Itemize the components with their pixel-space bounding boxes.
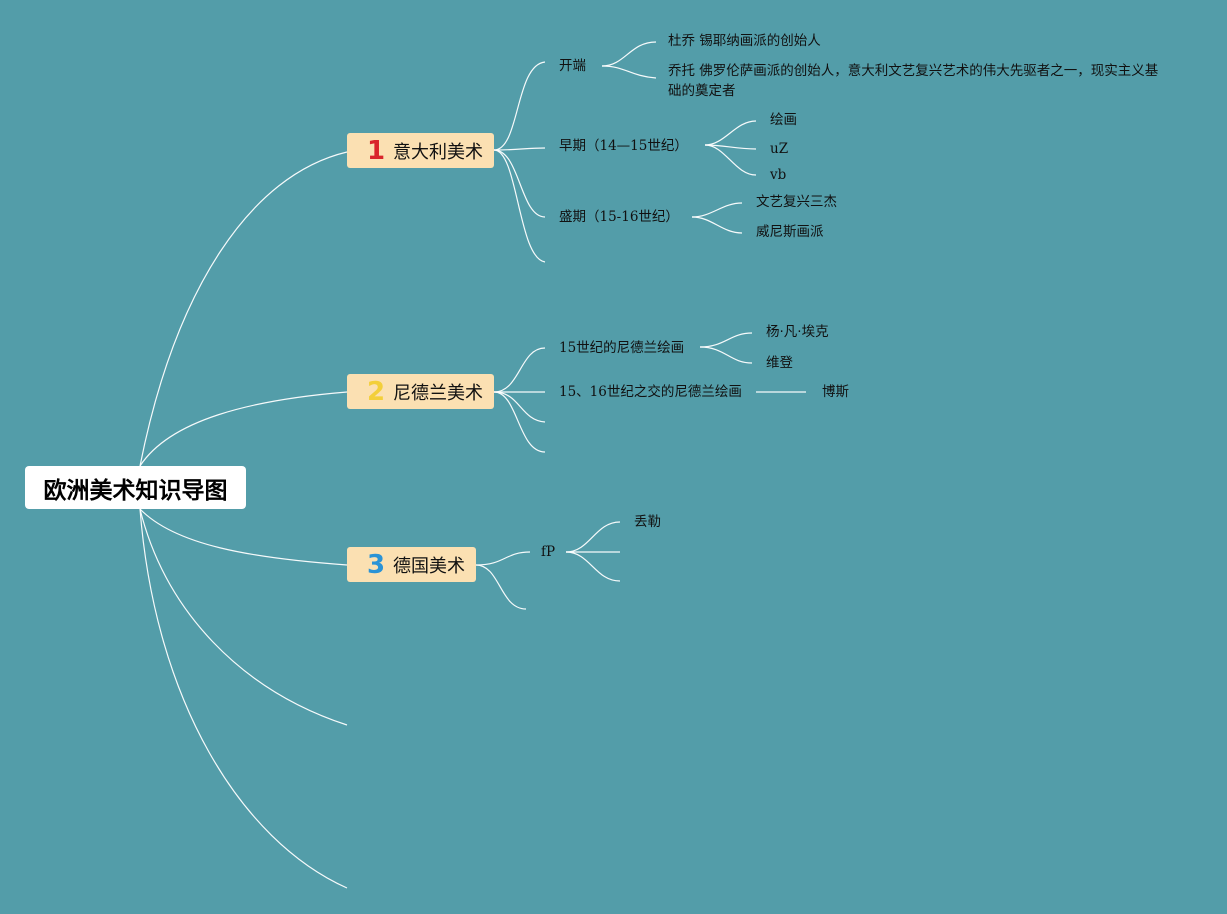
branch-label: 德国美术 bbox=[393, 555, 465, 577]
branch-number: 2 bbox=[366, 376, 386, 407]
root-topic-label: 欧洲美术知识导图 bbox=[43, 477, 228, 504]
topic-fp[interactable]: fP bbox=[541, 544, 556, 560]
topic-bosch[interactable]: 博斯 bbox=[822, 384, 849, 400]
topic-high-period[interactable]: 盛期（15-16世纪） bbox=[559, 209, 679, 225]
branch-number: 3 bbox=[366, 549, 386, 580]
branch-label: 尼德兰美术 bbox=[393, 382, 483, 404]
root-topic[interactable]: 欧洲美术知识导图 bbox=[25, 466, 246, 509]
topic-15th-century[interactable]: 15世纪的尼德兰绘画 bbox=[559, 340, 685, 356]
topic-three-masters[interactable]: 文艺复兴三杰 bbox=[756, 194, 837, 210]
branch-netherlands[interactable]: 2 尼德兰美术 bbox=[347, 374, 494, 409]
topic-durer[interactable]: 丢勒 bbox=[634, 514, 661, 530]
branch-number: 1 bbox=[366, 135, 386, 166]
branch-germany[interactable]: 3 德国美术 bbox=[347, 547, 476, 582]
topic-kaiduan[interactable]: 开端 bbox=[559, 58, 586, 74]
topic-vb[interactable]: vb bbox=[770, 167, 787, 183]
topic-early-period[interactable]: 早期（14—15世纪） bbox=[559, 138, 688, 154]
topic-van-eyck[interactable]: 杨·凡·埃克 bbox=[766, 324, 829, 340]
topic-giotto[interactable]: 乔托 佛罗伦萨画派的创始人，意大利文艺复兴艺术的伟大先驱者之一，现实主义基础的奠… bbox=[668, 63, 1159, 99]
topic-venetian-school[interactable]: 威尼斯画派 bbox=[756, 224, 824, 240]
topic-15-16th-century[interactable]: 15、16世纪之交的尼德兰绘画 bbox=[559, 384, 742, 400]
topic-uz[interactable]: uZ bbox=[770, 141, 789, 157]
topic-painting[interactable]: 绘画 bbox=[770, 112, 797, 128]
branch-label: 意大利美术 bbox=[393, 141, 483, 163]
topic-duccio[interactable]: 杜乔 锡耶纳画派的创始人 bbox=[668, 33, 821, 49]
branch-italy[interactable]: 1 意大利美术 bbox=[347, 133, 494, 168]
topic-weyden[interactable]: 维登 bbox=[766, 355, 793, 371]
